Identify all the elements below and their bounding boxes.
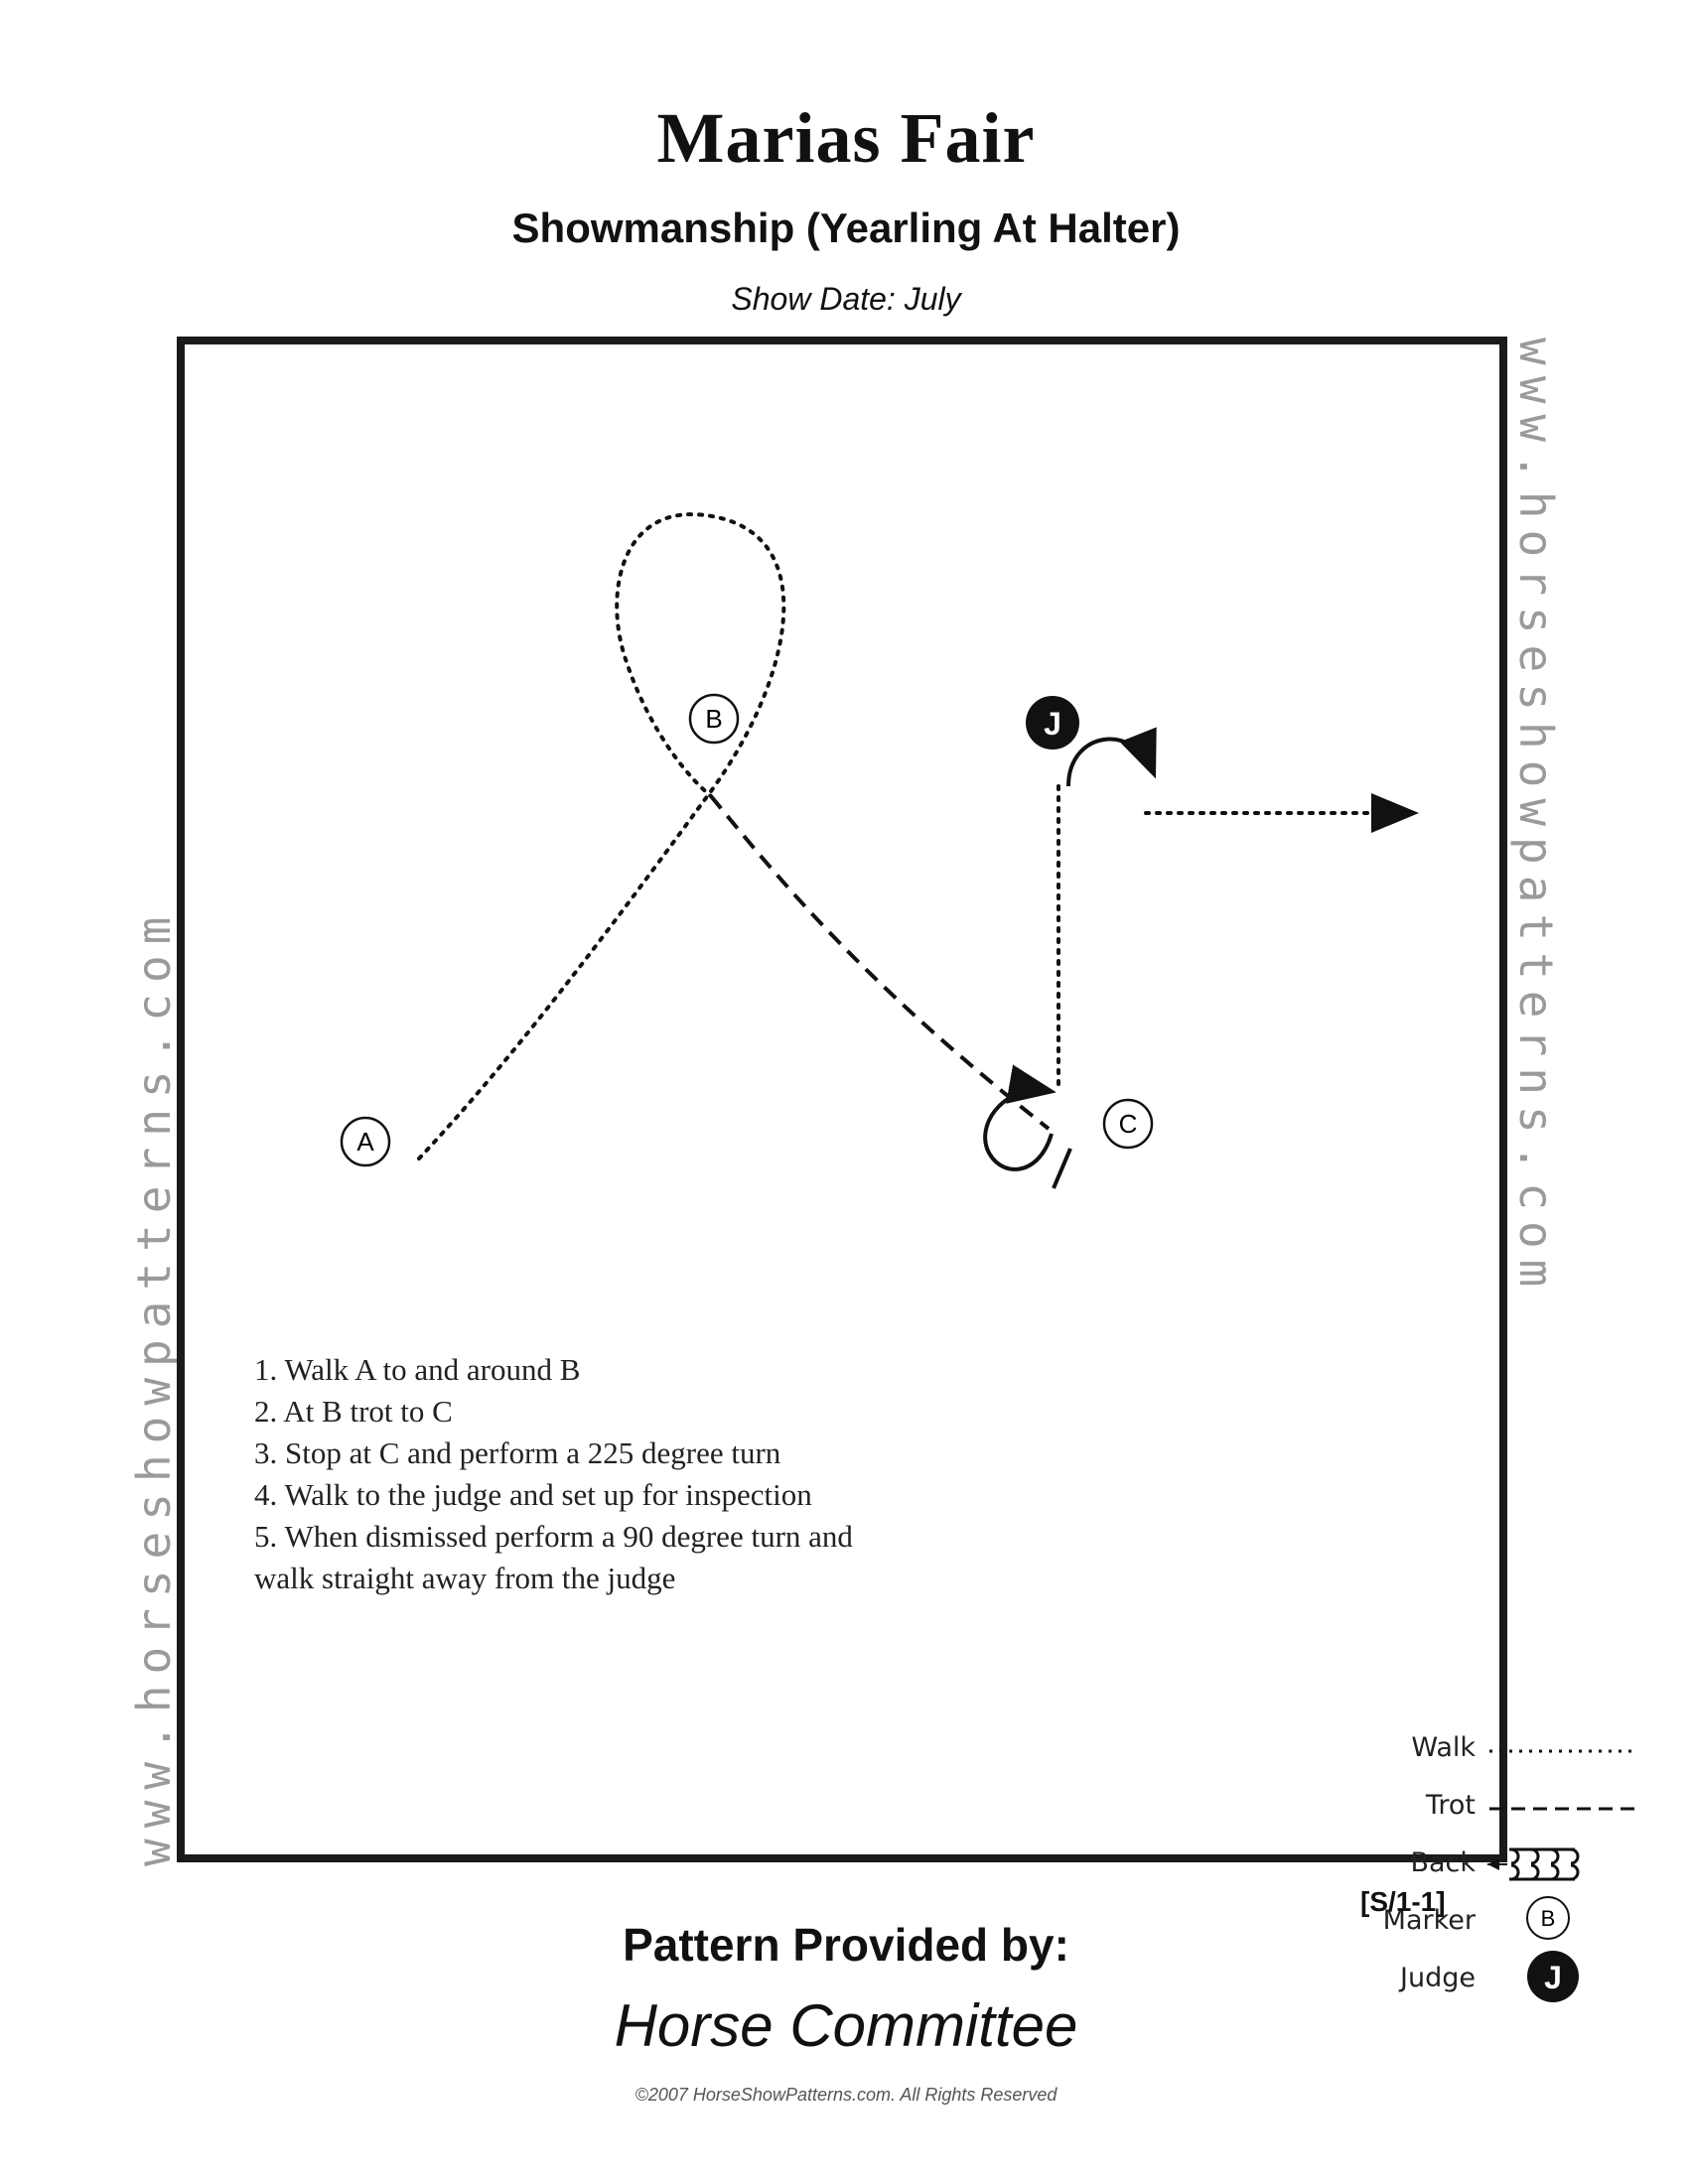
legend-judge-label: Judge	[1400, 1963, 1476, 1993]
legend-walk-label: Walk	[1411, 1732, 1476, 1763]
trot-path-b-to-c	[709, 794, 1051, 1131]
marker-c-label: C	[1119, 1109, 1138, 1139]
step-5: 5. When dismissed perform a 90 degree tu…	[254, 1519, 853, 1554]
turn-90-path	[1066, 727, 1157, 787]
marker-a-label: A	[356, 1127, 374, 1157]
pattern-code: [S/1-1]	[1360, 1886, 1446, 1917]
stop-line	[1052, 1148, 1072, 1189]
legend-judge-symbol: J	[1544, 1960, 1562, 1995]
arena-frame: A B C J Walk Trot Back	[177, 337, 1634, 2002]
watermark-right-text: www.horseshowpatterns.com	[1509, 338, 1563, 1298]
pattern-instructions: 1. Walk A to and around B 2. At B trot t…	[254, 1349, 853, 1599]
judge-label: J	[1044, 706, 1061, 742]
legend-walk-line	[1489, 1749, 1634, 1753]
step-5-continued: walk straight away from the judge	[254, 1561, 676, 1595]
pattern-diagram: A B C J	[340, 512, 1419, 1189]
legend-judge-icon: J	[1527, 1951, 1579, 2002]
judge-icon: J	[1026, 696, 1079, 750]
marker-a: A	[340, 1116, 391, 1167]
turn-225-path	[983, 1064, 1057, 1171]
marker-c: C	[1102, 1098, 1154, 1150]
legend-trot-label: Trot	[1425, 1790, 1476, 1821]
watermark-left-text: www.horseshowpatterns.com	[127, 905, 181, 1866]
legend-back-label: Back	[1410, 1847, 1476, 1878]
legend-marker-icon: B	[1526, 1896, 1570, 1940]
step-2: 2. At B trot to C	[254, 1394, 453, 1429]
marker-b: B	[688, 693, 740, 745]
step-4: 4. Walk to the judge and set up for insp…	[254, 1477, 812, 1512]
marker-b-label: B	[705, 704, 722, 734]
legend-back-icon	[1487, 1847, 1580, 1881]
legend: Walk Trot Back Marker B Judge J	[1327, 1732, 1644, 2030]
show-date: Show Date: July	[731, 281, 961, 317]
walk-path-a-around-b	[417, 512, 786, 1160]
provided-by-heading: Pattern Provided by:	[623, 1919, 1069, 1971]
step-3: 3. Stop at C and perform a 225 degree tu…	[254, 1435, 781, 1470]
page-title: Marias Fair	[656, 98, 1036, 178]
legend-trot-line	[1489, 1807, 1634, 1811]
legend-marker-symbol: B	[1541, 1906, 1556, 1931]
watermark-right: www.horseshowpatterns.com	[1507, 338, 1567, 1866]
provider-name: Horse Committee	[614, 1992, 1078, 2059]
legend-marker-label: Marker	[1382, 1905, 1476, 1936]
step-1: 1. Walk A to and around B	[254, 1352, 581, 1387]
class-subtitle: Showmanship (Yearling At Halter)	[511, 205, 1181, 251]
watermark-left: www.horseshowpatterns.com	[125, 338, 185, 1866]
copyright-notice: ©2007 HorseShowPatterns.com. All Rights …	[634, 2085, 1058, 2105]
